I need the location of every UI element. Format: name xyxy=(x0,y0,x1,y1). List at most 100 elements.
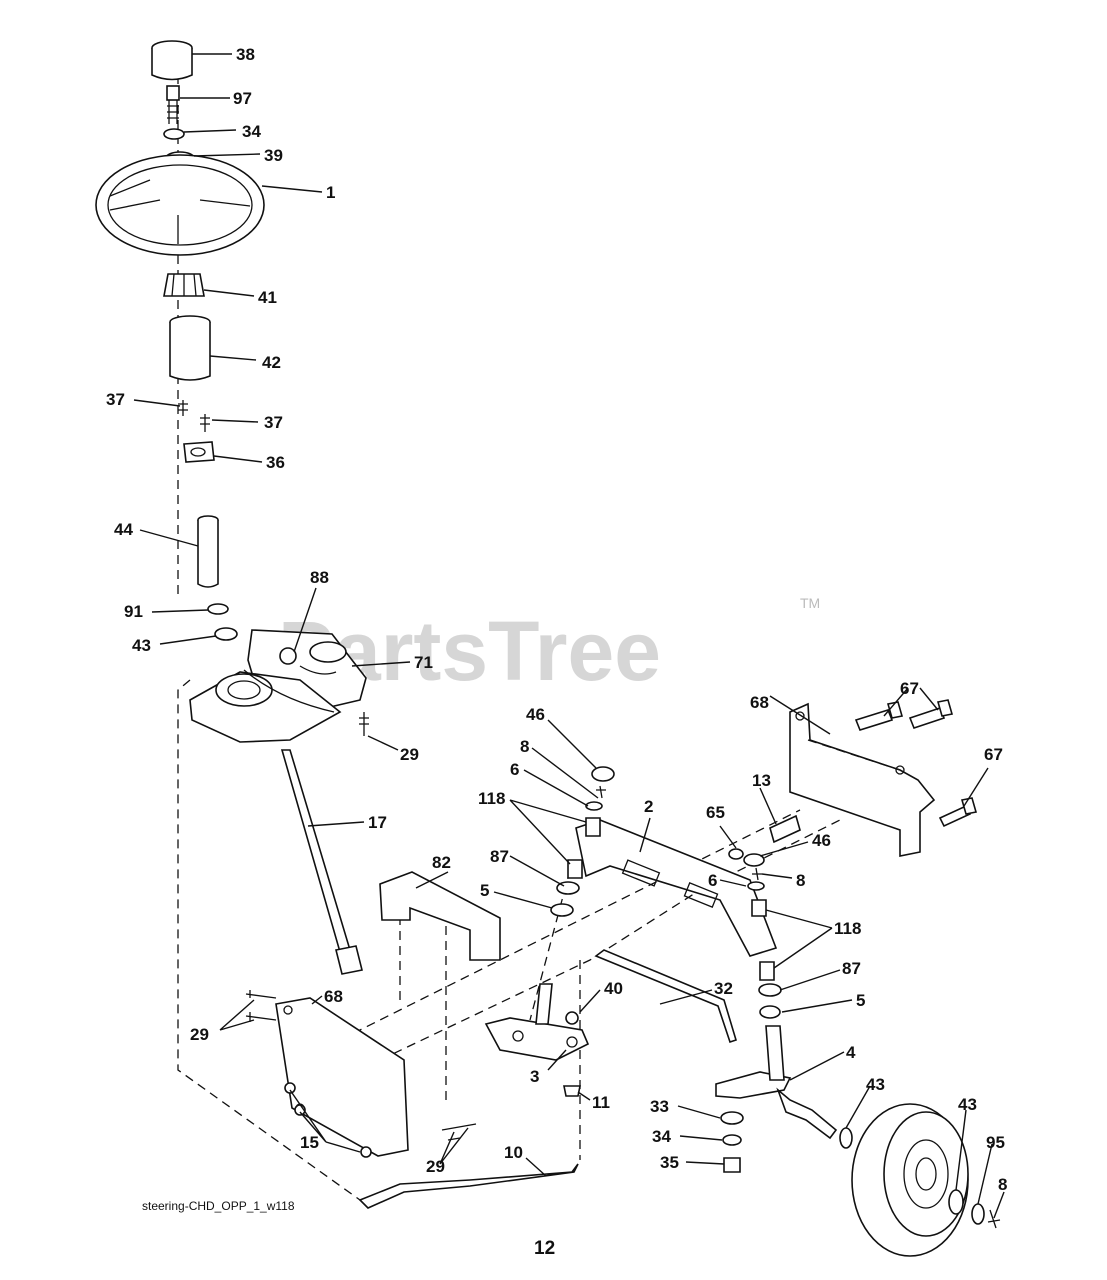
callout-68: 68 xyxy=(324,987,343,1006)
callout-37: 37 xyxy=(106,390,125,409)
clip-part xyxy=(563,1085,581,1097)
callout-87: 87 xyxy=(490,847,509,866)
bushing-flange-part xyxy=(183,441,215,463)
leader-line xyxy=(765,909,833,969)
frame-plate-upper-part xyxy=(789,702,936,857)
callout-91: 91 xyxy=(124,602,143,621)
callout-34: 34 xyxy=(652,1127,671,1146)
leader-line xyxy=(293,587,317,653)
callout-10: 10 xyxy=(504,1143,523,1162)
watermark-trademark: TM xyxy=(800,595,820,611)
page-number: 12 xyxy=(534,1238,555,1259)
leader-line xyxy=(993,1191,1005,1219)
leader-line xyxy=(159,635,217,645)
gear-base-plate-part xyxy=(189,669,342,743)
leader-line xyxy=(531,747,599,799)
steering-sleeve-part xyxy=(169,315,211,381)
callout-8: 8 xyxy=(520,737,529,756)
steering-arm-part xyxy=(484,983,590,1061)
callout-46: 46 xyxy=(526,705,545,724)
drag-link-part xyxy=(280,749,363,975)
callout-37: 37 xyxy=(264,413,283,432)
leader-line xyxy=(183,129,237,133)
leader-line xyxy=(955,1109,967,1191)
callout-40: 40 xyxy=(604,979,623,998)
steering-shaft-part xyxy=(197,515,219,588)
callout-13: 13 xyxy=(752,771,771,790)
washer-part xyxy=(839,1127,853,1149)
steering-adapter-part xyxy=(163,273,205,297)
callout-2: 2 xyxy=(644,797,653,816)
frame-plate-lower-part xyxy=(275,997,409,1157)
reference-line xyxy=(807,739,901,771)
callout-67: 67 xyxy=(900,679,919,698)
spacer-part xyxy=(758,983,782,997)
leader-line xyxy=(977,1143,993,1205)
lock-washer-part xyxy=(163,128,185,140)
leader-line xyxy=(761,873,793,879)
leader-line xyxy=(289,1089,361,1153)
lock-washer-part xyxy=(722,1134,742,1146)
spindle-part xyxy=(715,1025,838,1140)
front-wheel-part xyxy=(851,1103,969,1257)
callout-65: 65 xyxy=(706,803,725,822)
bolt-part xyxy=(245,990,277,1022)
callout-17: 17 xyxy=(368,813,387,832)
bolt-part xyxy=(854,701,904,731)
leader-line xyxy=(547,1049,567,1071)
callout-39: 39 xyxy=(264,146,283,165)
diagram-code: steering-CHD_OPP_1_w118 xyxy=(142,1199,295,1213)
leader-line xyxy=(639,817,651,853)
callout-1: 1 xyxy=(326,183,335,202)
mounting-bracket-part xyxy=(379,871,501,961)
callout-43: 43 xyxy=(958,1095,977,1114)
callout-29: 29 xyxy=(426,1157,445,1176)
bushing-part xyxy=(567,859,583,879)
washer-part xyxy=(585,801,603,811)
bolt-part xyxy=(441,1123,477,1141)
leader-line xyxy=(659,989,713,1005)
washer-part xyxy=(720,1111,744,1125)
leader-line xyxy=(209,355,257,361)
steering-wheel-part xyxy=(95,154,265,256)
bushing-part xyxy=(759,961,775,981)
callout-95: 95 xyxy=(986,1133,1005,1152)
leader-line xyxy=(151,609,209,613)
front-axle-part xyxy=(575,819,778,957)
bushing-part xyxy=(751,899,767,917)
callout-29: 29 xyxy=(190,1025,209,1044)
callout-4: 4 xyxy=(846,1043,856,1062)
leader-line xyxy=(211,419,259,423)
nut-part xyxy=(284,1082,296,1094)
leader-line xyxy=(759,841,809,857)
leader-line xyxy=(547,719,597,769)
callout-32: 32 xyxy=(714,979,733,998)
leader-line xyxy=(219,999,255,1031)
bolt-part xyxy=(908,699,954,729)
retainer-part xyxy=(971,1203,985,1225)
leader-line xyxy=(781,999,853,1013)
leader-line xyxy=(577,1091,591,1101)
link-rod-part xyxy=(594,949,737,1044)
leader-line xyxy=(883,687,939,717)
pivot-pin-part xyxy=(728,848,744,860)
leader-line xyxy=(139,529,199,547)
callout-38: 38 xyxy=(236,45,255,64)
washer-part xyxy=(550,903,574,917)
leader-line xyxy=(963,767,989,807)
callout-34: 34 xyxy=(242,122,261,141)
washer-part xyxy=(759,1005,781,1019)
callout-118: 118 xyxy=(478,789,505,808)
callout-71: 71 xyxy=(414,653,433,672)
steering-cap-part xyxy=(151,40,193,81)
callout-11: 11 xyxy=(592,1093,610,1112)
screw-part xyxy=(359,712,369,736)
callout-5: 5 xyxy=(856,991,865,1010)
leader-line xyxy=(261,185,323,193)
callout-36: 36 xyxy=(266,453,285,472)
nut-part xyxy=(360,1146,372,1158)
leader-line xyxy=(439,1127,469,1165)
leader-line xyxy=(523,769,589,807)
